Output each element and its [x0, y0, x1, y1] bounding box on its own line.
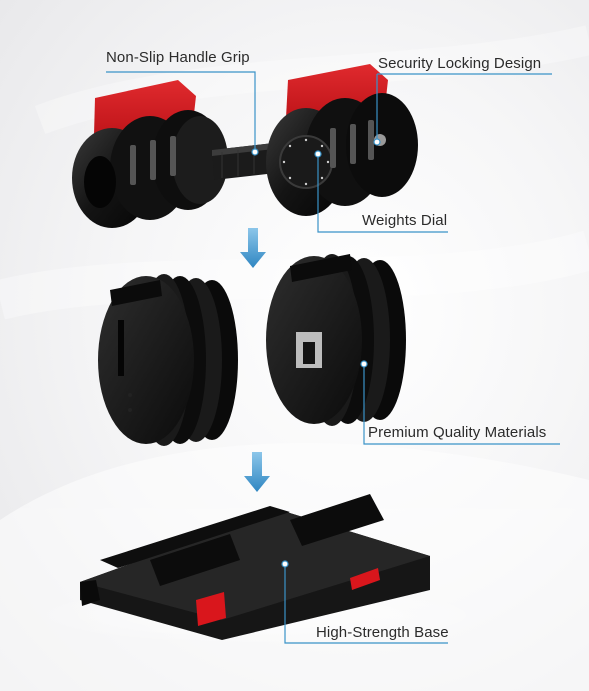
callout-lines — [106, 71, 560, 644]
security-locking-label: Security Locking Design — [378, 55, 542, 72]
premium-materials-label: Premium Quality Materials — [368, 424, 547, 441]
left-plate-stack — [98, 274, 238, 446]
down-arrow-bottom — [244, 452, 270, 492]
left-head — [72, 80, 228, 228]
high-strength-base-label: High-Strength Base — [316, 624, 449, 641]
assembled-dumbbell — [72, 64, 418, 228]
right-plate-stack — [266, 254, 406, 426]
down-arrow-top — [240, 228, 266, 268]
weights-dial-label: Weights Dial — [362, 212, 448, 229]
right-head — [266, 64, 418, 216]
base-tray — [30, 494, 490, 645]
separated-plates — [98, 254, 406, 446]
handle-grip-label: Non-Slip Handle Grip — [106, 49, 250, 66]
